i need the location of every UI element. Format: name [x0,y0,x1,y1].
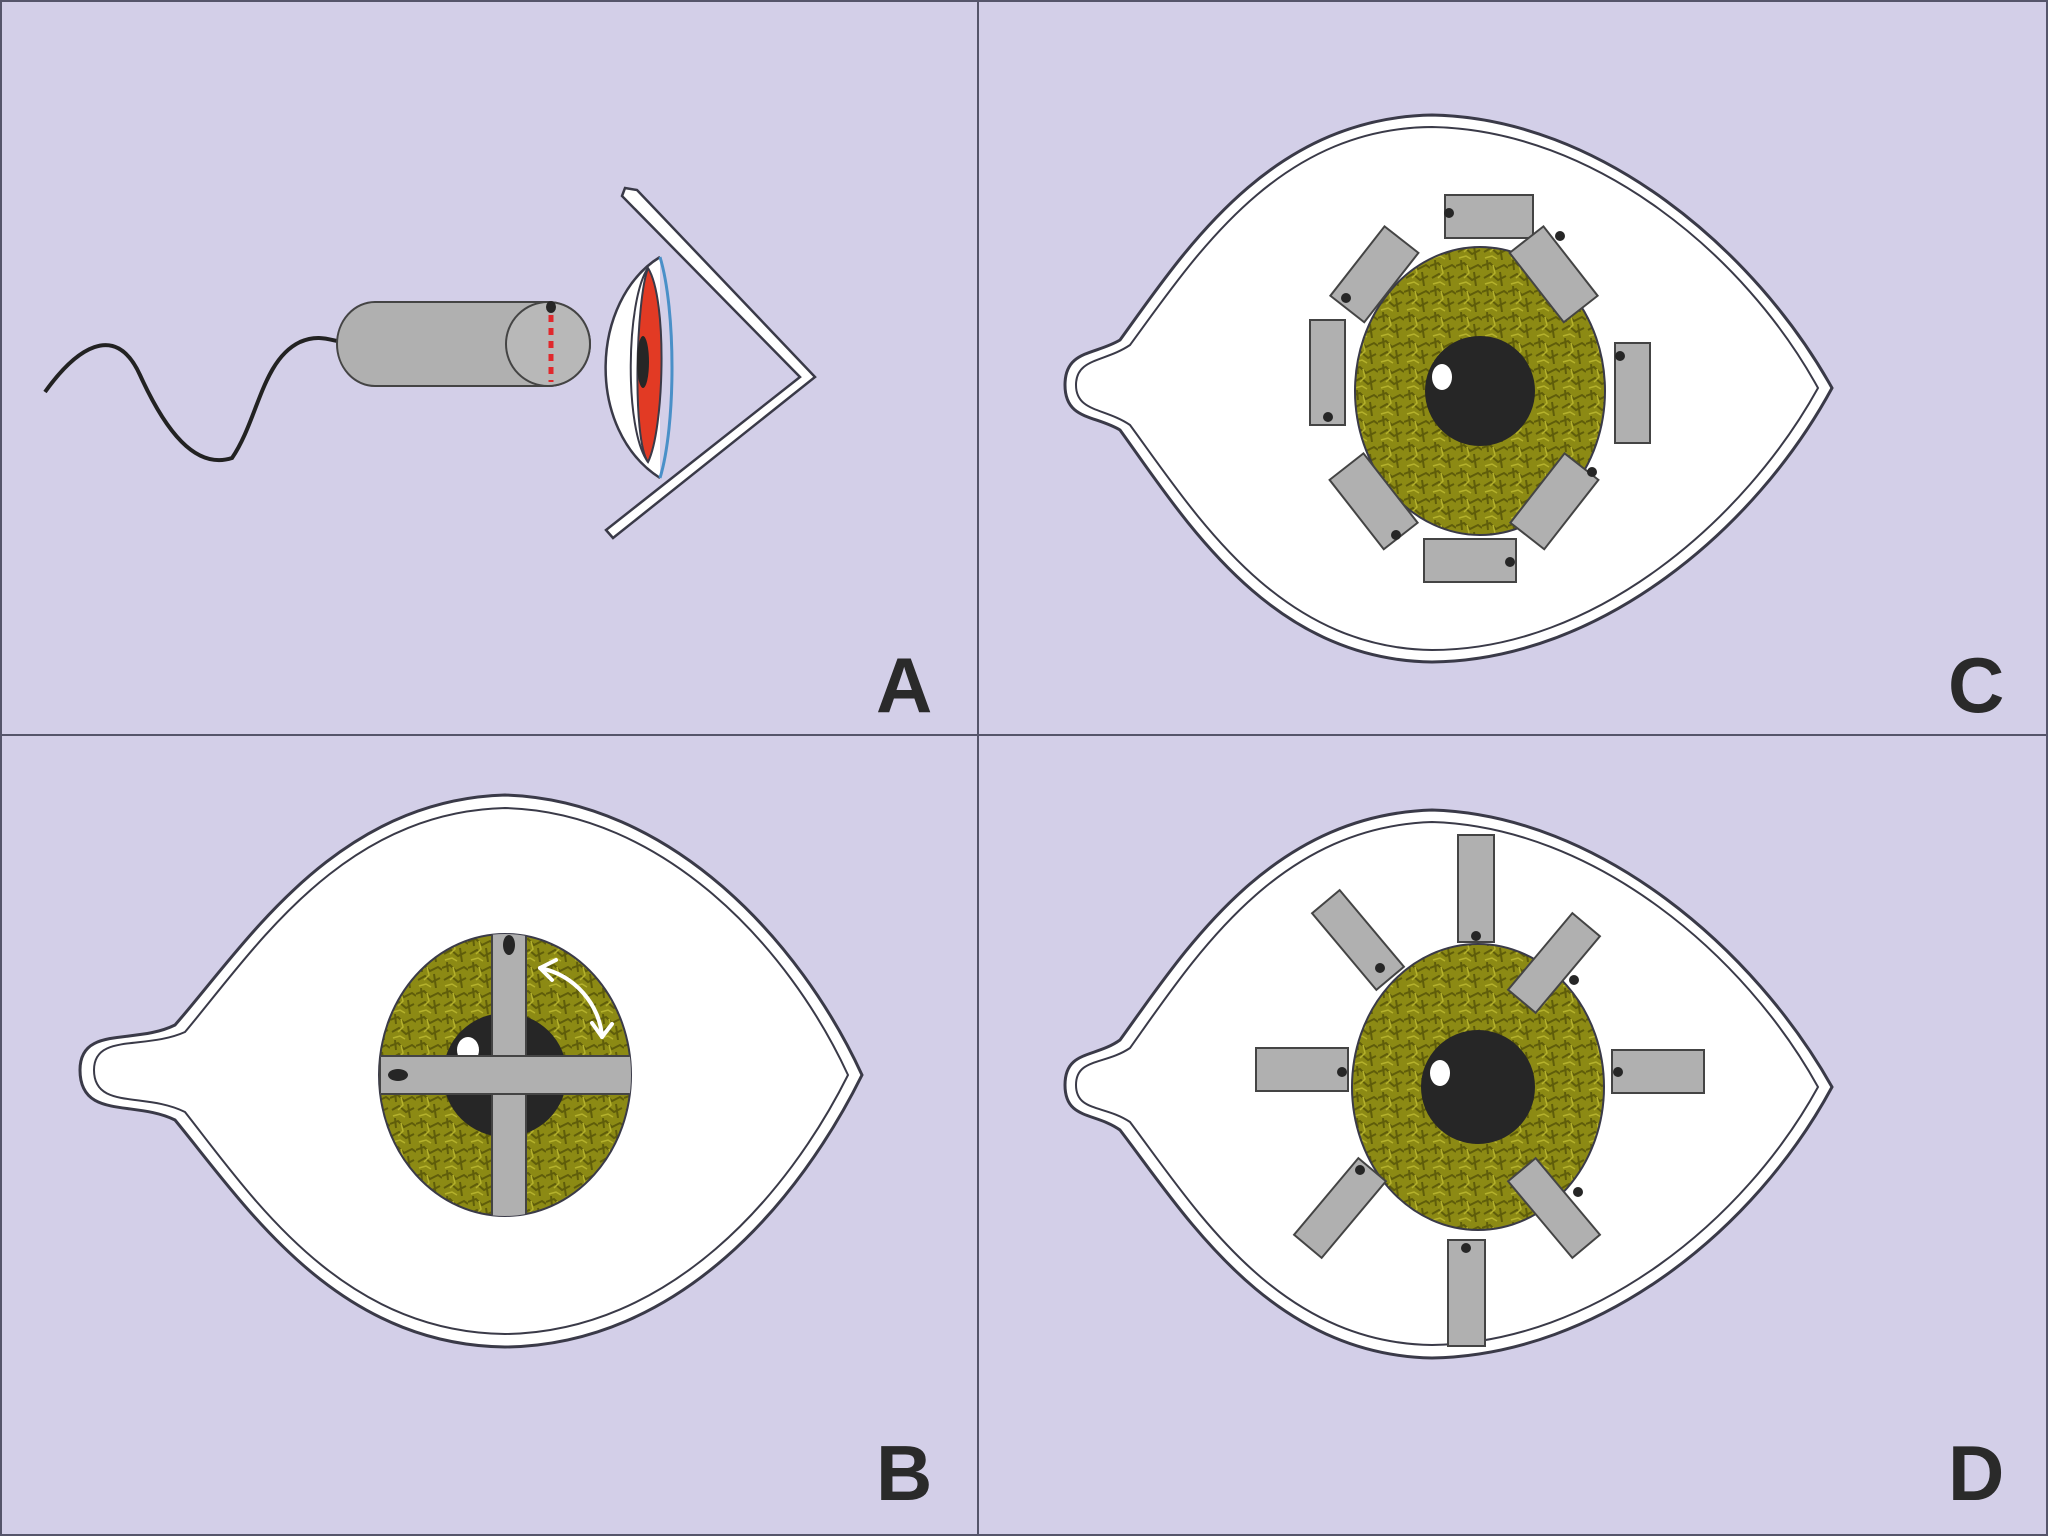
cross-electrode-horizontal [379,1055,631,1095]
panel-b: B [78,793,932,1517]
panel-d: D [1063,808,2004,1517]
pupil-c [1425,336,1535,446]
eyelid-outline [604,186,817,540]
probe-icon [336,301,591,387]
cable-icon [43,335,343,462]
panel-a: A [43,186,932,729]
panel-label-b: B [876,1429,932,1517]
electrode-markers-d [1337,931,1623,1253]
rotation-arrow-icon [538,958,614,1039]
pupil-d [1421,1030,1535,1144]
panel-c: C [1063,113,2004,729]
electrode-markers-c [1323,208,1625,567]
panel-label-a: A [876,641,932,729]
panel-label-c: C [1948,641,2004,729]
eye-side-view [604,255,674,480]
electrode-ring-c [1309,194,1651,583]
panel-label-d: D [1948,1429,2004,1517]
